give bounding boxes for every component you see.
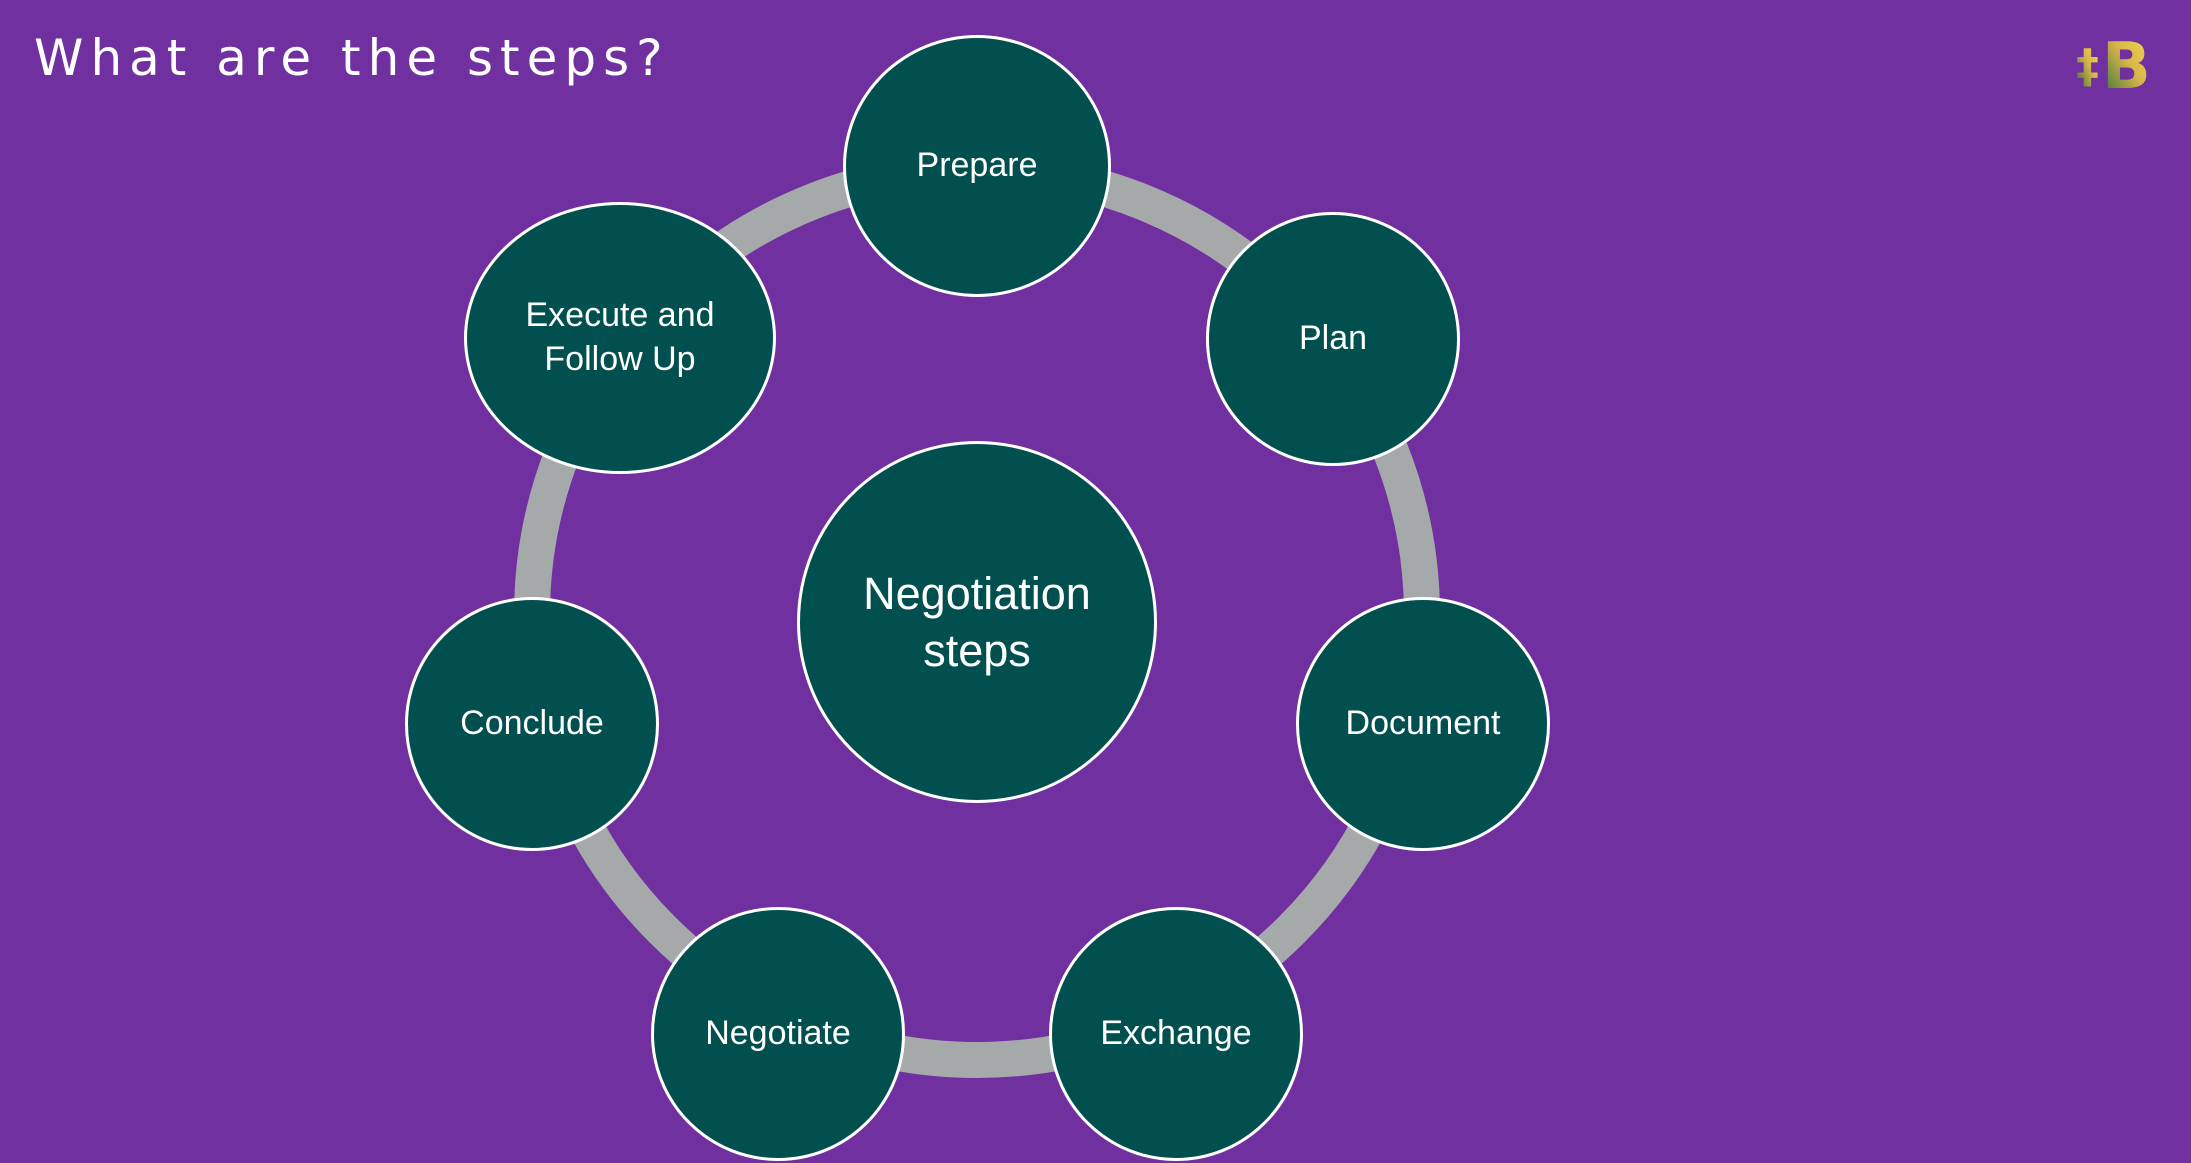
step-label: Execute and Follow Up — [525, 296, 715, 378]
step-execute-follow-up: Execute and Follow Up — [464, 202, 776, 474]
step-label: Document — [1345, 704, 1501, 743]
step-label: Negotiate — [705, 1014, 851, 1053]
svg-text:‡: ‡ — [2076, 39, 2099, 93]
step-prepare: Prepare — [843, 35, 1111, 297]
step-label: Plan — [1298, 319, 1368, 358]
step-exchange: Exchange — [1049, 907, 1303, 1161]
step-label: Exchange — [1100, 1014, 1252, 1053]
step-document: Document — [1296, 597, 1550, 851]
step-label: Conclude — [460, 704, 604, 743]
slide-title: What are the steps? — [34, 29, 670, 87]
center-label: Negotiation steps — [863, 567, 1091, 676]
logo-letter: B — [2102, 30, 2151, 96]
center-node: Negotiation steps — [797, 441, 1157, 803]
step-label: Prepare — [916, 146, 1038, 185]
step-conclude: Conclude — [405, 597, 659, 851]
brand-logo-icon: ‡ B — [2076, 30, 2151, 96]
step-plan: Plan — [1206, 212, 1460, 466]
step-negotiate: Negotiate — [651, 907, 905, 1161]
